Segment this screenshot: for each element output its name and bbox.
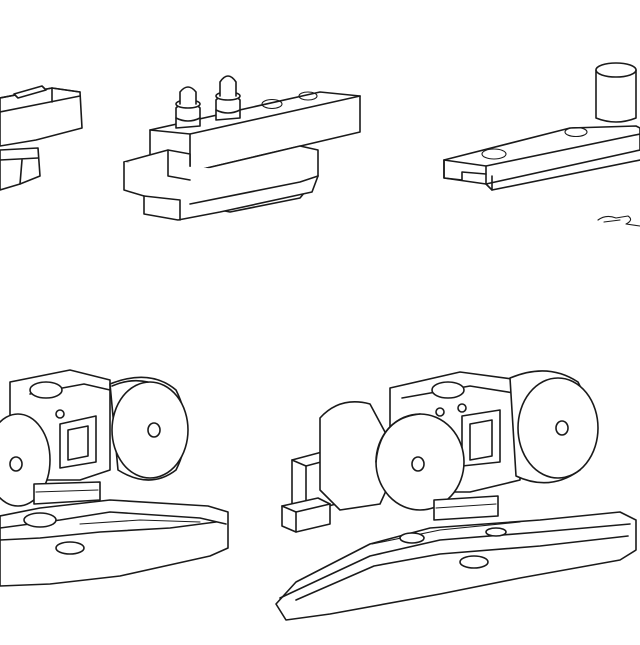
- channel-stop-with-post: [443, 62, 640, 227]
- guide-block-with-pins: [123, 75, 361, 221]
- small-spring-clip: [597, 215, 640, 227]
- twin-wheel-carriage-with-stop: [275, 370, 637, 621]
- top-guide-bracket: [0, 85, 83, 191]
- twin-wheel-carriage: [0, 369, 229, 587]
